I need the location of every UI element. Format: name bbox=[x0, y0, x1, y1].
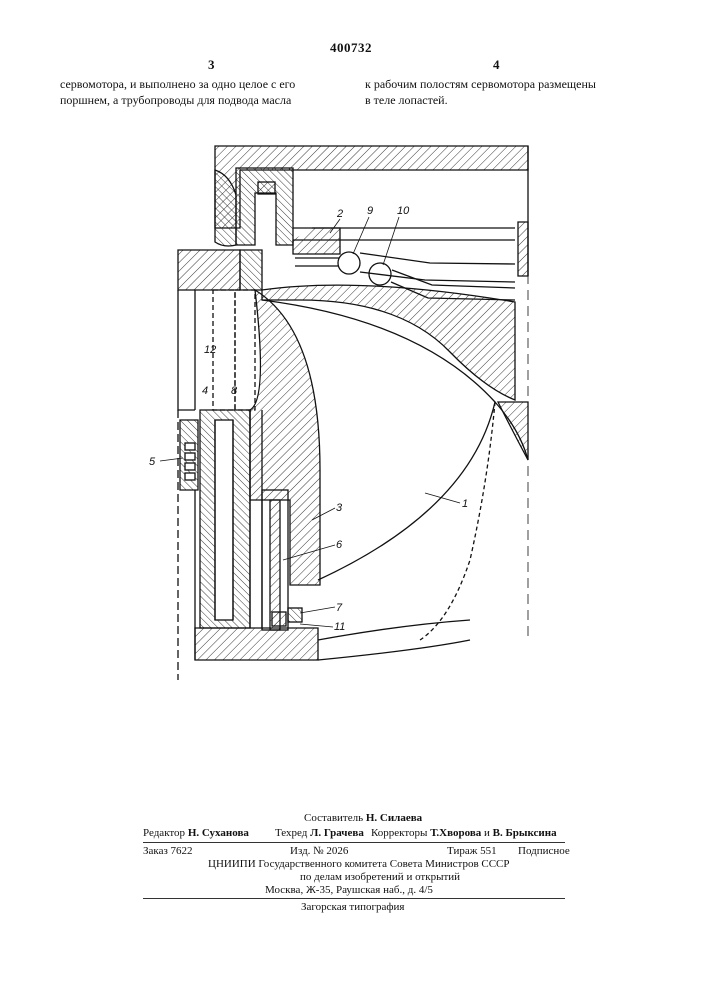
address: Москва, Ж-35, Раушская наб., д. 4/5 bbox=[265, 884, 433, 897]
technical-drawing: 1 2 3 4 5 6 7 8 9 10 11 12 bbox=[0, 0, 707, 700]
label-8: 8 bbox=[231, 385, 238, 397]
compiler-name: Н. Силаева bbox=[366, 812, 422, 824]
editor-name: Н. Суханова bbox=[188, 827, 249, 839]
editor-role: Редактор bbox=[143, 827, 185, 839]
label-11: 11 bbox=[334, 621, 345, 633]
techred-role: Техред bbox=[275, 827, 307, 839]
label-2: 2 bbox=[336, 208, 343, 220]
hub-block bbox=[178, 250, 240, 290]
bottom-plate bbox=[195, 628, 318, 660]
label-9: 9 bbox=[367, 205, 373, 217]
servomotor-body bbox=[250, 290, 320, 585]
ball-joint-9 bbox=[338, 252, 360, 274]
label-4: 4 bbox=[202, 385, 208, 397]
imprint-rule-top bbox=[143, 842, 565, 843]
label-1: 1 bbox=[462, 498, 468, 510]
techred-name: Л. Грачева bbox=[310, 827, 364, 839]
corrector-1: Т.Хворова bbox=[430, 827, 481, 839]
label-12: 12 bbox=[204, 344, 216, 356]
label-10: 10 bbox=[397, 205, 410, 217]
and-word: и bbox=[484, 827, 490, 839]
edition-number: Изд. № 2026 bbox=[290, 845, 348, 858]
organization-line-1: ЦНИИПИ Государственного комитета Совета … bbox=[208, 858, 510, 871]
printer: Загорская типография bbox=[301, 901, 404, 914]
nut-part bbox=[236, 168, 293, 245]
label-6: 6 bbox=[336, 539, 343, 551]
label-3: 3 bbox=[336, 502, 343, 514]
corrector-2: В. Брыксина bbox=[493, 827, 557, 839]
label-7: 7 bbox=[336, 602, 343, 614]
correctors-role: Корректоры bbox=[371, 827, 427, 839]
circulation: Тираж 551 bbox=[447, 845, 497, 858]
imprint-rule-bottom bbox=[143, 898, 565, 899]
organization-line-2: по делам изобретений и открытий bbox=[300, 871, 460, 884]
label-5: 5 bbox=[149, 456, 156, 468]
order-number: Заказ 7622 bbox=[143, 845, 193, 858]
subscription: Подписное bbox=[518, 845, 570, 858]
compiler-role: Составитель bbox=[304, 812, 363, 824]
